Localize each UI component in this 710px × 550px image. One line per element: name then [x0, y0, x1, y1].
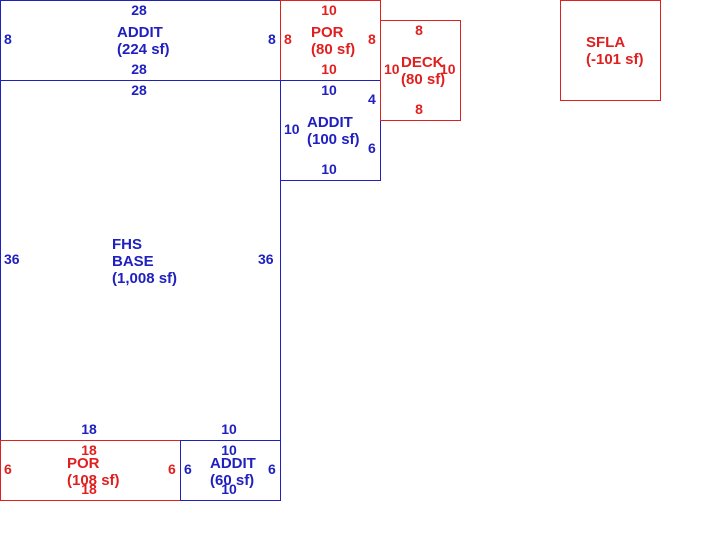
dim-bottom: 8 [415, 101, 423, 117]
dim-right: 10 [440, 61, 456, 77]
area-size: (100 sf) [307, 131, 360, 148]
area-addit-top: 28 28 8 8 ADDIT (224 sf) [0, 0, 281, 81]
dim-left: 10 [384, 61, 400, 77]
area-size: (108 sf) [67, 472, 120, 489]
dim-bottom: 10 [221, 481, 237, 497]
dim-bottom: 10 [321, 161, 337, 177]
dim-bottom: 18 [81, 481, 97, 497]
area-name-line1: FHS [112, 236, 142, 253]
area-size: (60 sf) [210, 472, 254, 489]
area-name-line2: BASE [112, 253, 154, 270]
dim-bottom-right: 10 [221, 421, 237, 437]
area-name: DECK [401, 54, 444, 71]
area-por-top: 10 10 8 8 POR (80 sf) [280, 0, 381, 81]
area-name: POR [67, 455, 100, 472]
area-size: (-101 sf) [586, 51, 644, 68]
dim-top: 10 [321, 82, 337, 98]
area-name: SFLA [586, 34, 625, 51]
dim-top: 8 [415, 22, 423, 38]
area-deck: 8 8 10 10 DECK (80 sf) [380, 20, 461, 121]
dim-right: 6 [168, 461, 176, 477]
dim-top: 10 [321, 2, 337, 18]
area-addit-bottom: 10 10 6 6 ADDIT (60 sf) [180, 440, 281, 501]
dim-top: 28 [131, 82, 147, 98]
area-outline [560, 0, 661, 101]
dim-right: 8 [268, 31, 276, 47]
area-outline [380, 20, 461, 121]
area-addit-mid: 10 10 10 4 6 ADDIT (100 sf) [280, 80, 381, 181]
dim-right: 36 [258, 251, 274, 267]
dim-right: 8 [368, 31, 376, 47]
dim-left: 8 [284, 31, 292, 47]
dim-bottom: 10 [321, 61, 337, 77]
dim-bottom: 28 [131, 61, 147, 77]
dim-bottom-left: 18 [81, 421, 97, 437]
dim-top: 28 [131, 2, 147, 18]
area-name: ADDIT [210, 455, 256, 472]
dim-left: 6 [184, 461, 192, 477]
dim-left: 6 [4, 461, 12, 477]
dim-left: 36 [4, 251, 20, 267]
area-name: POR [311, 24, 344, 41]
area-name: ADDIT [307, 114, 353, 131]
dim-left: 8 [4, 31, 12, 47]
area-por-bottom: 18 18 6 6 POR (108 sf) [0, 440, 181, 501]
dim-top: 18 [81, 442, 97, 458]
area-size: (224 sf) [117, 41, 170, 58]
dim-left: 10 [284, 121, 300, 137]
area-outline [180, 440, 281, 501]
area-fhs-base: 28 36 36 18 10 FHS BASE (1,008 sf) [0, 80, 281, 441]
area-size: (80 sf) [401, 71, 445, 88]
dim-right-upper: 4 [368, 91, 376, 107]
area-size: (1,008 sf) [112, 270, 177, 287]
area-size: (80 sf) [311, 41, 355, 58]
area-name: ADDIT [117, 24, 163, 41]
area-sfla: SFLA (-101 sf) [560, 0, 661, 101]
dim-right: 6 [268, 461, 276, 477]
dim-right-lower: 6 [368, 140, 376, 156]
dim-top: 10 [221, 442, 237, 458]
area-outline [280, 80, 381, 181]
